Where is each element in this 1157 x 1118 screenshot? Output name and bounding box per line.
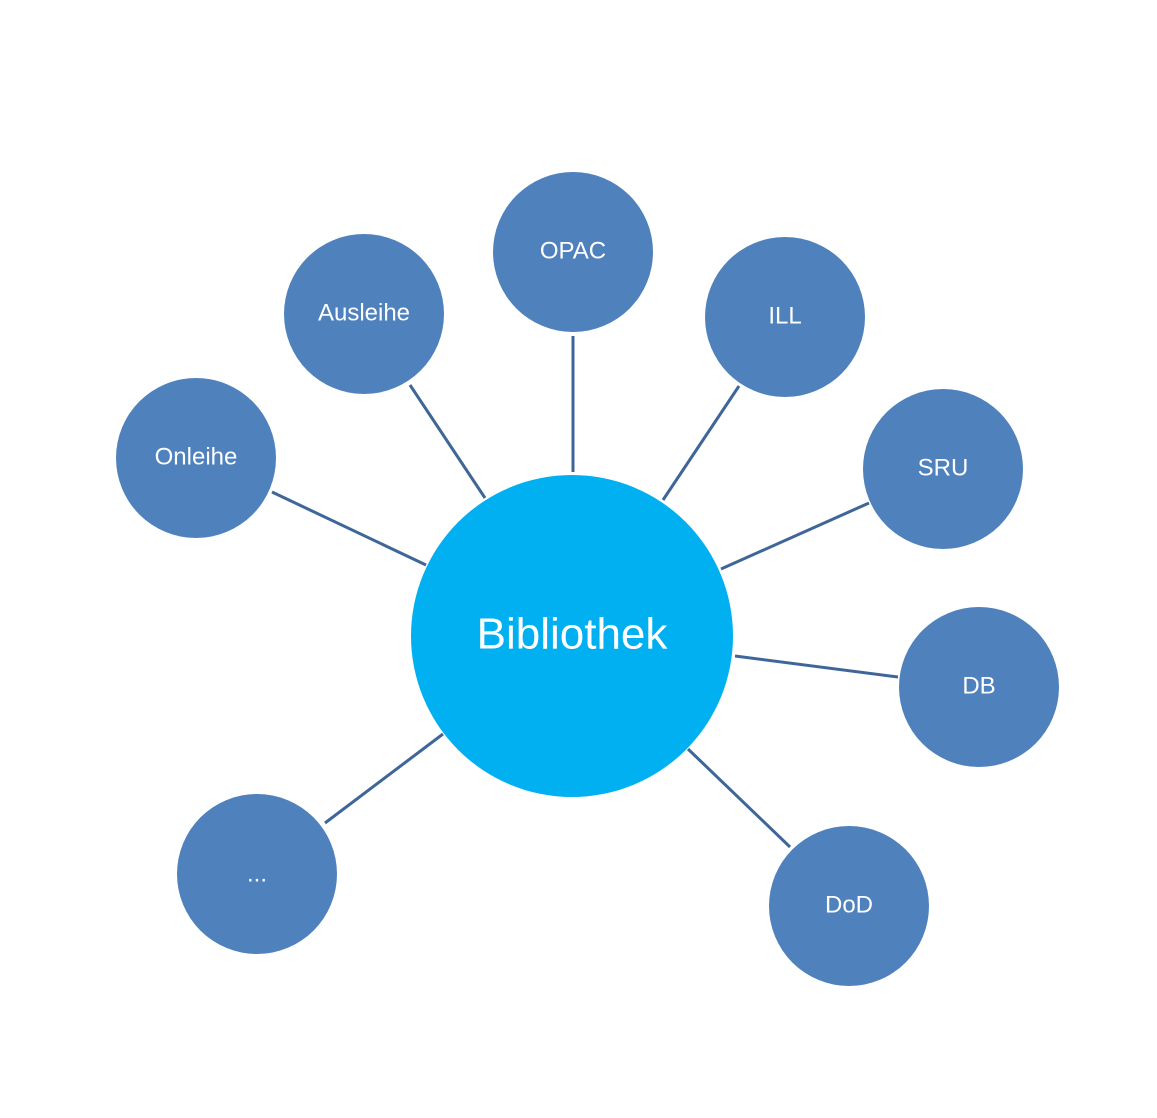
satellite-circle-opac: [493, 172, 653, 332]
satellite-circle-ausleihe: [284, 234, 444, 394]
satellite-circle-dod: [769, 826, 929, 986]
satellite-circle-sru: [863, 389, 1023, 549]
satellite-node-ill: ILL: [705, 237, 865, 397]
connector-more: [324, 732, 444, 825]
hub-node: Bibliothek: [411, 475, 733, 797]
satellite-label-opac: OPAC: [540, 238, 606, 265]
satellite-label-onleihe: Onleihe: [155, 444, 238, 471]
satellite-node-onleihe: Onleihe: [116, 378, 276, 538]
connector-sru: [720, 501, 870, 571]
satellite-node-sru: SRU: [863, 389, 1023, 549]
satellite-node-db: DB: [899, 607, 1059, 767]
satellite-circle-ill: [705, 237, 865, 397]
satellite-circle-onleihe: [116, 378, 276, 538]
satellite-circle-db: [899, 607, 1059, 767]
satellite-node-ausleihe: Ausleihe: [284, 234, 444, 394]
satellite-label-sru: SRU: [918, 455, 969, 482]
satellite-label-ill: ILL: [768, 303, 801, 330]
connector-ausleihe: [408, 384, 487, 499]
satellite-label-dod: DoD: [825, 892, 873, 919]
hub-circle: [411, 475, 733, 797]
satellite-label-db: DB: [962, 673, 995, 700]
satellite-label-ausleihe: Ausleihe: [318, 300, 410, 327]
satellite-label-more: ...: [247, 861, 267, 888]
connector-ill: [661, 385, 741, 501]
hub-label: Bibliothek: [477, 610, 669, 659]
satellite-node-opac: OPAC: [493, 172, 653, 332]
connector-dod: [686, 747, 792, 849]
connector-onleihe: [271, 490, 427, 567]
satellite-circle-more: [177, 794, 337, 954]
satellite-node-dod: DoD: [769, 826, 929, 986]
connector-db: [734, 654, 899, 679]
satellite-node-more: ...: [177, 794, 337, 954]
connectors: [271, 336, 899, 849]
